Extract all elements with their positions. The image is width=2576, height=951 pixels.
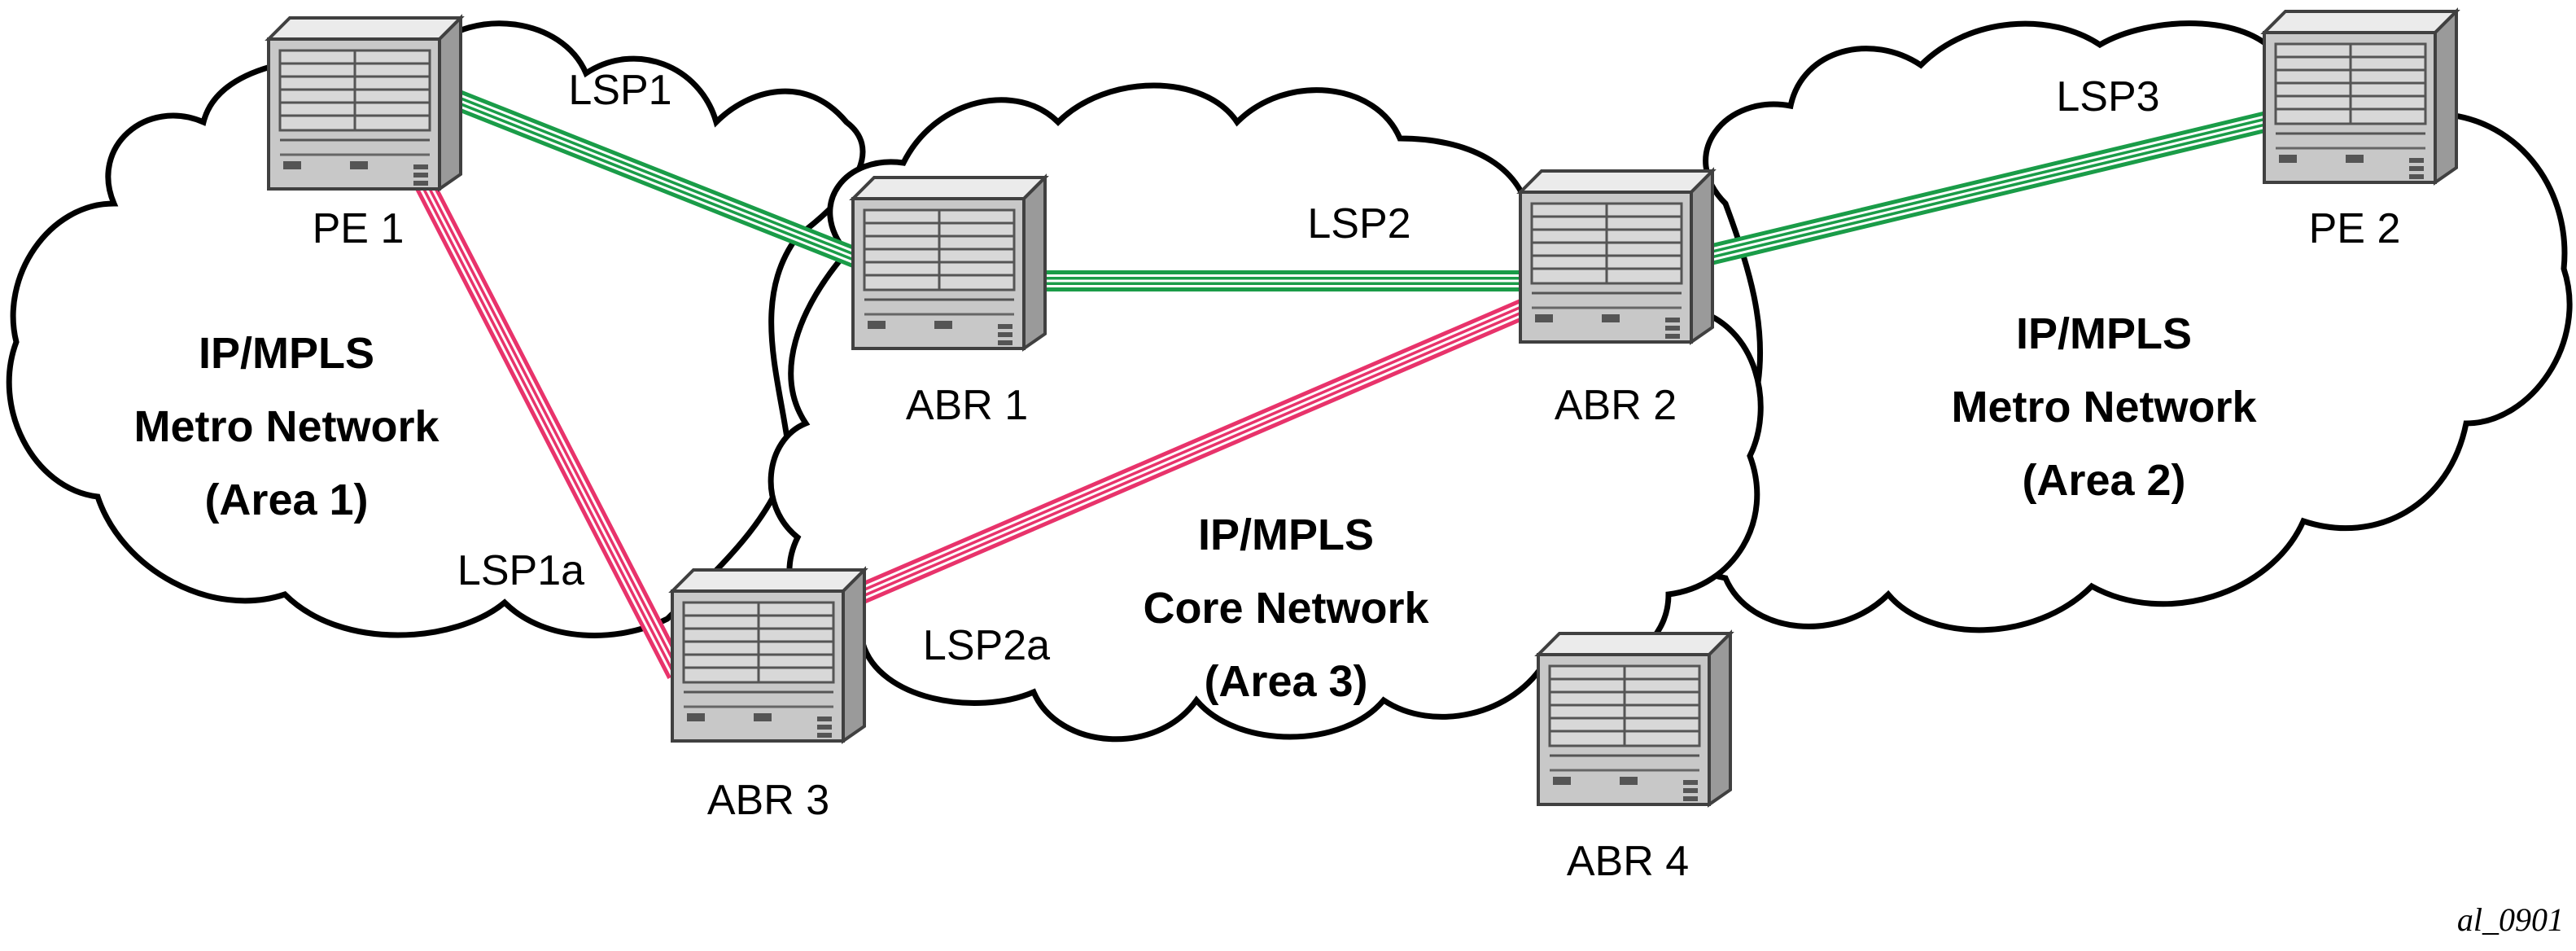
abr3-label: ABR 3 [707, 777, 829, 824]
svg-text:IP/MPLS: IP/MPLS [199, 329, 374, 378]
abr2-label: ABR 2 [1555, 382, 1677, 429]
area3-label: IP/MPLS Core Network (Area 3) [1143, 511, 1429, 706]
abr2-router-icon[interactable] [1519, 169, 1714, 344]
lsp1-link [431, 81, 863, 270]
svg-text:Metro Network: Metro Network [133, 402, 440, 451]
abr3-router-icon[interactable] [671, 568, 866, 743]
pe2-router-icon[interactable] [2263, 10, 2458, 184]
lsp2a-label: LSP2a [923, 622, 1050, 669]
svg-text:Metro Network: Metro Network [1951, 383, 2257, 432]
abr4-router-icon[interactable] [1537, 632, 1732, 806]
figure-id: al_0901 [2457, 901, 2564, 938]
lsp3-label: LSP3 [2056, 73, 2159, 121]
abr1-label: ABR 1 [906, 382, 1028, 429]
lsp3-link [1690, 110, 2274, 270]
lsp1a-link [408, 166, 687, 679]
abr1-router-icon[interactable] [851, 176, 1047, 350]
svg-text:IP/MPLS: IP/MPLS [2016, 309, 2192, 358]
lsp2-label: LSP2 [1307, 200, 1410, 248]
lsp-links [408, 81, 2274, 679]
pe2-label: PE 2 [2309, 205, 2401, 252]
area1-label: IP/MPLS Metro Network (Area 1) [133, 329, 440, 524]
svg-text:(Area 1): (Area 1) [204, 476, 368, 524]
abr4-label: ABR 4 [1567, 838, 1689, 885]
svg-text:Core Network: Core Network [1143, 584, 1429, 633]
area2-label: IP/MPLS Metro Network (Area 2) [1951, 309, 2257, 505]
svg-text:(Area 2): (Area 2) [2022, 456, 2185, 505]
pe1-router-icon[interactable] [267, 16, 462, 191]
lsp1a-label: LSP1a [457, 547, 584, 594]
lsp2a-link [851, 298, 1531, 606]
lsp1-label: LSP1 [568, 67, 671, 114]
svg-text:IP/MPLS: IP/MPLS [1198, 511, 1374, 559]
svg-text:(Area 3): (Area 3) [1204, 657, 1367, 706]
pe1-label: PE 1 [313, 205, 405, 252]
